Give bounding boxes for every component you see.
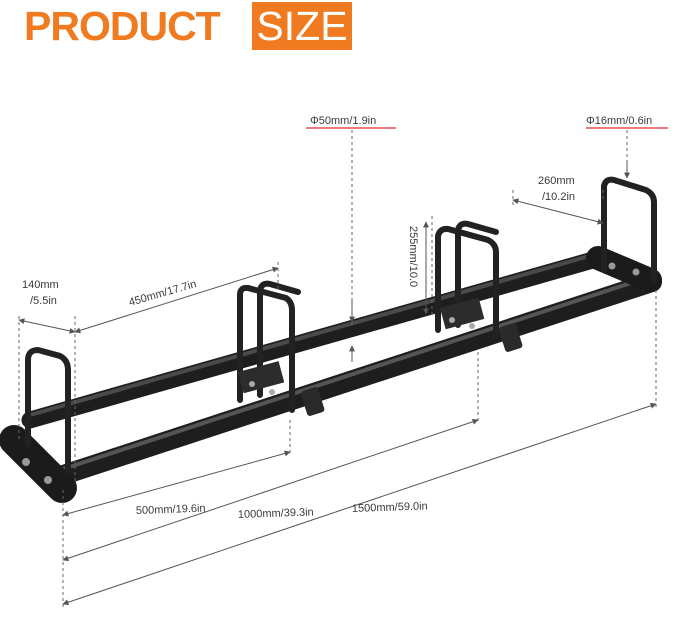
dim-line-end-depth [512, 198, 604, 225]
right-wheel-holder [601, 176, 657, 283]
left-end-bar [0, 425, 77, 503]
label-length-1500: 1500mm/59.0in [352, 500, 428, 515]
dim-line-spacing [74, 266, 279, 334]
dim-line-1500 [62, 402, 657, 606]
label-end-depth-mm: 260mm [538, 175, 575, 187]
label-length-500: 500mm/19.6in [136, 503, 206, 517]
label-holder-height: 255mm/10.0 [407, 226, 419, 287]
label-end-width-mm: 140mm [22, 279, 59, 291]
mid-right-wheel-holder [435, 225, 499, 339]
bike-rack-frame [0, 176, 662, 503]
dimension-lines [18, 160, 657, 606]
dim-line-end-width [18, 318, 76, 334]
dim-line-1000 [62, 418, 479, 562]
left-wheel-holder [25, 346, 71, 473]
label-end-width-in: /5.5in [30, 295, 57, 307]
label-tube-diameter: Φ50mm/1.9in [310, 115, 376, 127]
label-rod-diameter: Φ16mm/0.6in [586, 115, 652, 127]
back-rail [21, 249, 609, 429]
header-title-size-box: SIZE [252, 2, 352, 50]
header-title-product: PRODUCT [24, 3, 221, 49]
label-end-depth-in: /10.2in [542, 191, 575, 203]
label-length-1000: 1000mm/39.3in [238, 506, 314, 521]
